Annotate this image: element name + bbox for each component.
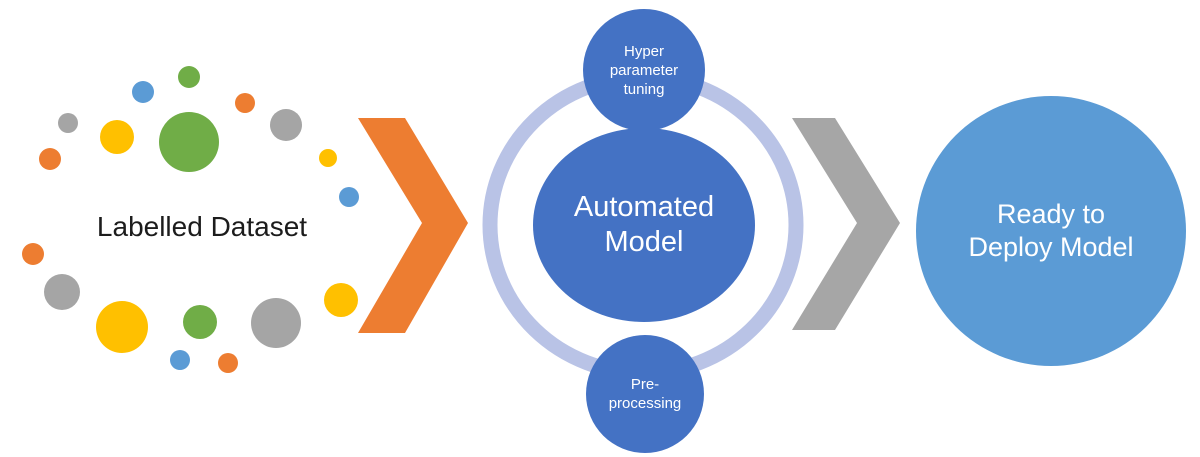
dataset-dot [319,149,337,167]
dataset-dot [159,112,219,172]
chevron-arrow-left [358,118,468,333]
dataset-dot [58,113,78,133]
dataset-dot [270,109,302,141]
dataset-dot [178,66,200,88]
dataset-dot [339,187,359,207]
dataset-dot [44,274,80,310]
dataset-dot [22,243,44,265]
automated-model-node: Automated Model [533,128,755,322]
dataset-dot [235,93,255,113]
chevron-arrow-right [792,118,900,330]
dataset-dot [218,353,238,373]
dataset-dot [39,148,61,170]
dataset-dot [132,81,154,103]
preprocessing-node: Pre- processing [586,335,704,453]
dataset-dot [324,283,358,317]
dataset-dot [183,305,217,339]
preprocessing-label: Pre- processing [608,376,682,412]
ready-to-deploy-label: Ready to Deploy Model [968,199,1134,262]
dataset-dot [251,298,301,348]
hyperparameter-tuning-node: Hyper parameter tuning [583,9,705,131]
hyperparameter-tuning-label: Hyper parameter tuning [609,42,679,98]
ready-to-deploy-node: Ready to Deploy Model [916,96,1186,366]
dataset-dot [100,120,134,154]
dataset-dot [96,301,148,353]
automated-model-label: Automated Model [573,191,715,258]
labelled-dataset-label: Labelled Dataset [96,211,308,242]
dataset-dot [170,350,190,370]
